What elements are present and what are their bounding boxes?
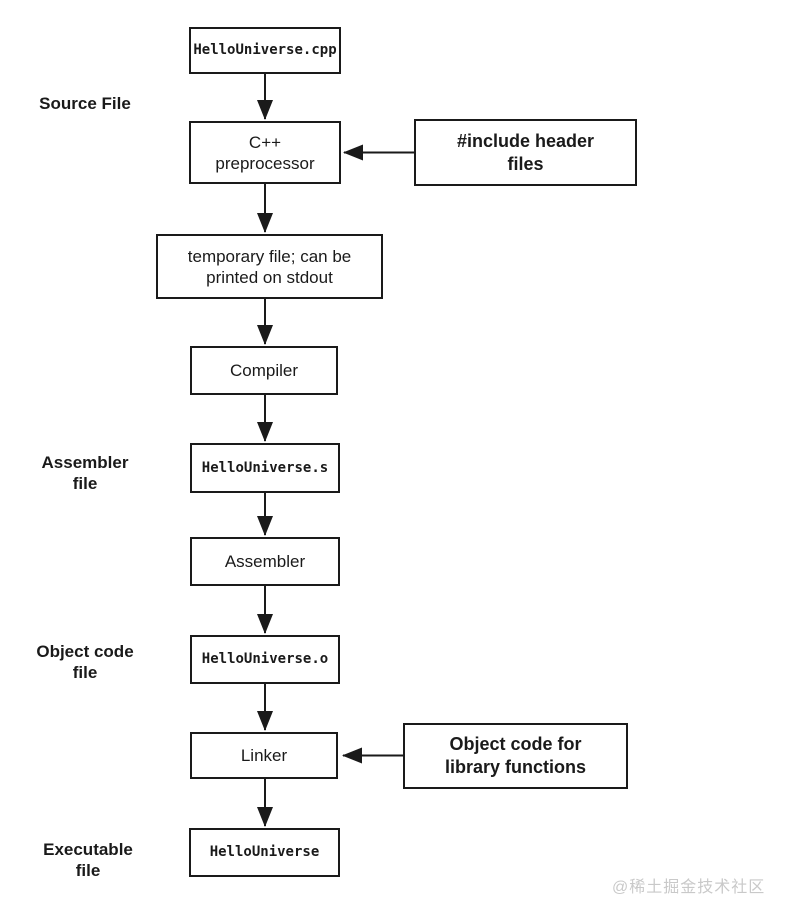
node-source-file-cpp: HelloUniverse.cpp	[189, 27, 341, 74]
node-temporary-file: temporary file; can be printed on stdout	[156, 234, 383, 299]
node-executable: HelloUniverse	[189, 828, 340, 877]
watermark: @稀土掘金技术社区	[612, 879, 766, 896]
stage-label-source-file: Source File	[39, 94, 131, 113]
node-library-object-code: Object code for library functions	[403, 723, 628, 789]
stage-label-executable-file: Executable file	[43, 840, 133, 880]
node-assembly-file: HelloUniverse.s	[190, 443, 340, 493]
node-linker: Linker	[190, 732, 338, 779]
stage-label-object-code-file: Object code file	[36, 642, 134, 682]
node-object-file: HelloUniverse.o	[190, 635, 340, 684]
stage-label-assembler-file: Assembler file	[41, 453, 129, 493]
node-compiler: Compiler	[190, 346, 338, 395]
node-cpp-preprocessor: C++ preprocessor	[189, 121, 341, 184]
node-include-header-files: #include header files	[414, 119, 637, 186]
node-assembler: Assembler	[190, 537, 340, 586]
